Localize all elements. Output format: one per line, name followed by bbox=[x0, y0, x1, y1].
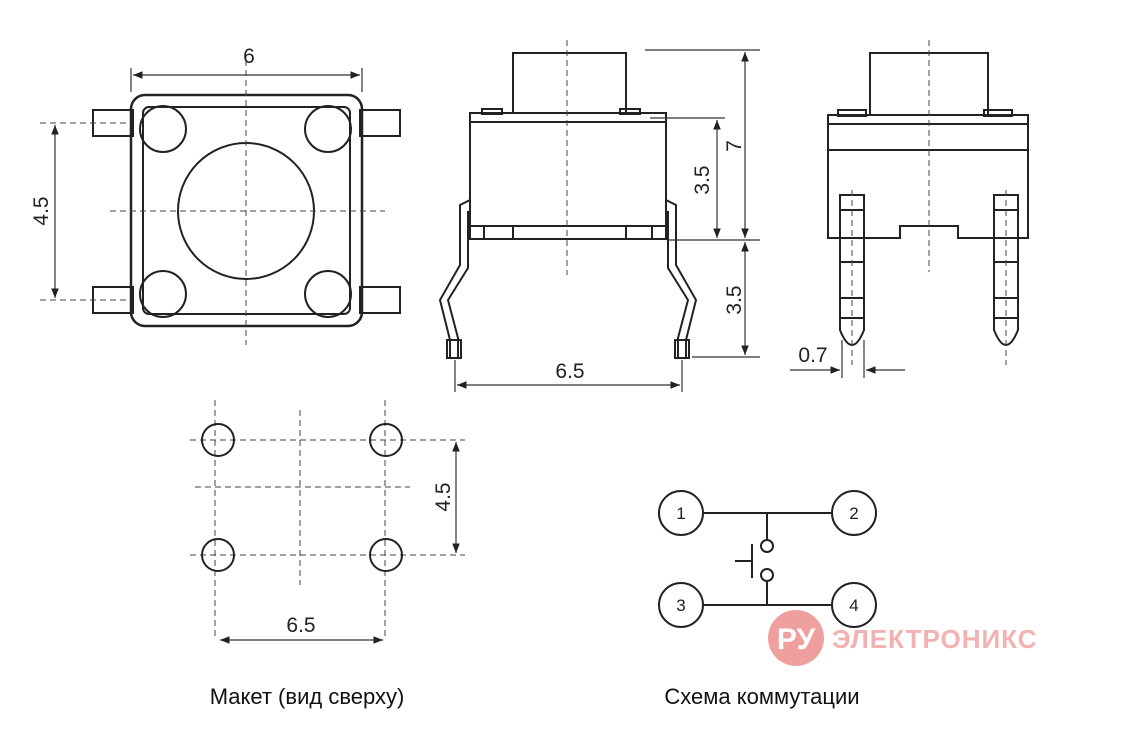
top-pin bbox=[359, 286, 401, 314]
side-pin-left bbox=[839, 194, 865, 346]
top-width-label: 6 bbox=[243, 45, 255, 68]
pad-hole bbox=[369, 538, 403, 572]
pcb-layout: 4.5 6.5 Макет (вид сверху) bbox=[190, 400, 465, 709]
corner-boss bbox=[139, 270, 187, 318]
side-pin-right bbox=[993, 194, 1019, 346]
schematic-caption: Схема коммутации bbox=[664, 684, 859, 709]
pin-label-2: 2 bbox=[849, 504, 858, 523]
front-pin-spacing-label: 6.5 bbox=[555, 360, 584, 383]
corner-boss bbox=[139, 105, 187, 153]
layout-height-label: 4.5 bbox=[432, 482, 455, 511]
front-body bbox=[469, 121, 667, 240]
front-actuator bbox=[512, 52, 627, 114]
top-height-label: 4.5 bbox=[30, 196, 53, 225]
watermark-logo: РУ ЭЛЕКТРОНИКС bbox=[768, 610, 1037, 666]
switching-schematic: 1 2 3 4 Схема коммутации bbox=[658, 490, 877, 709]
side-body bbox=[827, 124, 1029, 239]
front-view: 7 3.5 3.5 6.5 bbox=[438, 40, 760, 392]
contact-dot bbox=[760, 539, 774, 553]
front-lead-height-label: 3.5 bbox=[723, 285, 746, 314]
layout-width-label: 6.5 bbox=[286, 614, 315, 637]
pin-circle-1 bbox=[658, 490, 704, 536]
logo-circle bbox=[768, 610, 824, 666]
brand-text: ЭЛЕКТРОНИКС bbox=[832, 624, 1037, 654]
corner-boss bbox=[304, 270, 352, 318]
pad-hole bbox=[369, 423, 403, 457]
front-body-height-label: 3.5 bbox=[691, 165, 714, 194]
pin-label-1: 1 bbox=[676, 504, 685, 523]
pin-circle-2 bbox=[831, 490, 877, 536]
side-pin-width-label: 0.7 bbox=[798, 344, 827, 367]
logo-text: РУ bbox=[777, 623, 816, 656]
layout-caption: Макет (вид сверху) bbox=[210, 684, 405, 709]
side-view: 0.7 bbox=[790, 40, 1029, 378]
pin-circle-4 bbox=[831, 582, 877, 628]
top-view: 6 4.5 bbox=[30, 45, 401, 345]
pin-label-3: 3 bbox=[676, 596, 685, 615]
pin-circle-3 bbox=[658, 582, 704, 628]
pad-hole bbox=[201, 423, 235, 457]
corner-boss bbox=[304, 105, 352, 153]
contact-dot bbox=[760, 568, 774, 582]
top-pin bbox=[359, 109, 401, 137]
front-total-height-label: 7 bbox=[723, 140, 746, 152]
pin-label-4: 4 bbox=[849, 596, 858, 615]
pad-hole bbox=[201, 538, 235, 572]
